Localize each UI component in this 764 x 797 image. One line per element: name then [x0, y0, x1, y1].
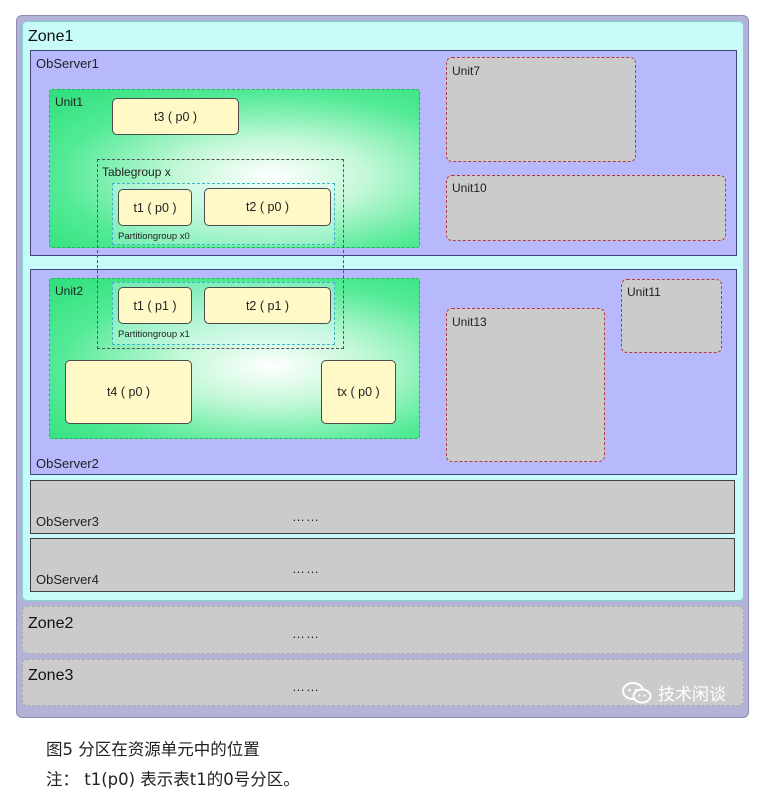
figure-note: 注： t1(p0) 表示表t1的0号分区。 — [46, 770, 300, 789]
partition-tx-p0: tx ( p0 ) — [321, 360, 396, 424]
partitiongroup-x1-label: Partitiongroup x1 — [118, 329, 190, 340]
observer4-ellipsis: …… — [292, 561, 320, 576]
observer3-ellipsis: …… — [292, 509, 320, 524]
zone2 — [22, 606, 744, 654]
partition-t2-p0: t2 ( p0 ) — [204, 188, 331, 226]
unit7 — [446, 57, 636, 162]
unit11 — [621, 279, 722, 353]
zone3 — [22, 659, 744, 706]
figure-caption: 图5 分区在资源单元中的位置 — [46, 740, 260, 759]
watermark: 技术闲谈 — [622, 680, 726, 705]
zone2-label: Zone2 — [28, 615, 74, 632]
partition-t3-p0: t3 ( p0 ) — [112, 98, 239, 135]
observer2-label: ObServer2 — [36, 456, 99, 471]
zone2-ellipsis: …… — [292, 626, 320, 641]
unit2-label: Unit2 — [55, 284, 84, 298]
zone1-label: Zone1 — [28, 28, 74, 45]
partitiongroup-x0-label: Partitiongroup x0 — [118, 231, 190, 242]
unit10 — [446, 175, 726, 241]
observer3-label: ObServer3 — [36, 514, 99, 529]
partition-t2-p1: t2 ( p1 ) — [204, 287, 331, 324]
partition-t1-p0: t1 ( p0 ) — [118, 189, 192, 226]
tablegroup-x-label: Tablegroup x — [102, 165, 171, 179]
observer3 — [30, 480, 735, 534]
observer4-label: ObServer4 — [36, 572, 99, 587]
unit13-label: Unit13 — [452, 315, 487, 329]
watermark-text: 技术闲谈 — [658, 685, 726, 705]
partition-t1-p1: t1 ( p1 ) — [118, 287, 192, 324]
tablegroup-x — [97, 159, 344, 349]
unit7-label: Unit7 — [452, 64, 481, 78]
observer1-label: ObServer1 — [36, 56, 99, 71]
unit11-label: Unit11 — [627, 285, 661, 299]
zone3-ellipsis: …… — [292, 679, 320, 694]
observer4 — [30, 538, 735, 592]
zone3-label: Zone3 — [28, 667, 74, 684]
unit1-label: Unit1 — [55, 95, 84, 109]
unit13 — [446, 308, 605, 462]
unit10-label: Unit10 — [452, 181, 487, 195]
wechat-icon — [622, 681, 652, 703]
partition-t4-p0: t4 ( p0 ) — [65, 360, 192, 424]
